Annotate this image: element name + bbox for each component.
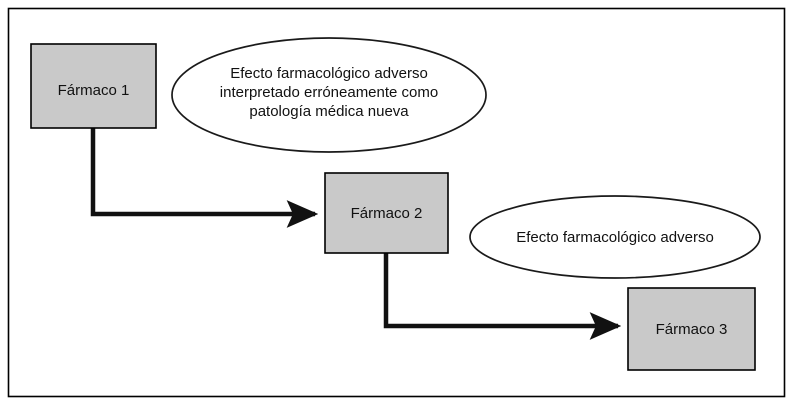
bubble-1-outline[interactable] xyxy=(171,37,487,153)
bubble-2-line-1: Efecto farmacológico adverso xyxy=(516,229,714,246)
bubble-1-line-2: interpretado erróneamente como xyxy=(220,84,438,101)
node-drug2-label: Fármaco 2 xyxy=(351,205,423,222)
node-drug1[interactable]: Fármaco 1 xyxy=(30,43,157,129)
node-drug2-box[interactable] xyxy=(324,172,449,254)
node-drug3-box[interactable] xyxy=(627,287,756,371)
bubble-1-line-1: Efecto farmacológico adverso xyxy=(230,65,428,82)
bubble-1-line-3: patología médica nueva xyxy=(249,103,409,120)
node-drug1-box[interactable] xyxy=(30,43,157,129)
node-drug3[interactable]: Fármaco 3 xyxy=(627,287,756,371)
bubble-adverse-effect[interactable]: Efecto farmacológico adverso xyxy=(469,195,761,279)
node-drug3-label: Fármaco 3 xyxy=(656,321,728,338)
node-drug1-label: Fármaco 1 xyxy=(58,82,130,99)
bubble-adverse-effect-misinterpreted[interactable]: Efecto farmacológico adverso interpretad… xyxy=(171,37,487,153)
bubble-2-outline[interactable] xyxy=(469,195,761,279)
node-drug2[interactable]: Fármaco 2 xyxy=(324,172,449,254)
arrow-drug1-to-drug2 xyxy=(90,128,319,228)
arrow-drug2-to-drug3 xyxy=(383,253,622,340)
